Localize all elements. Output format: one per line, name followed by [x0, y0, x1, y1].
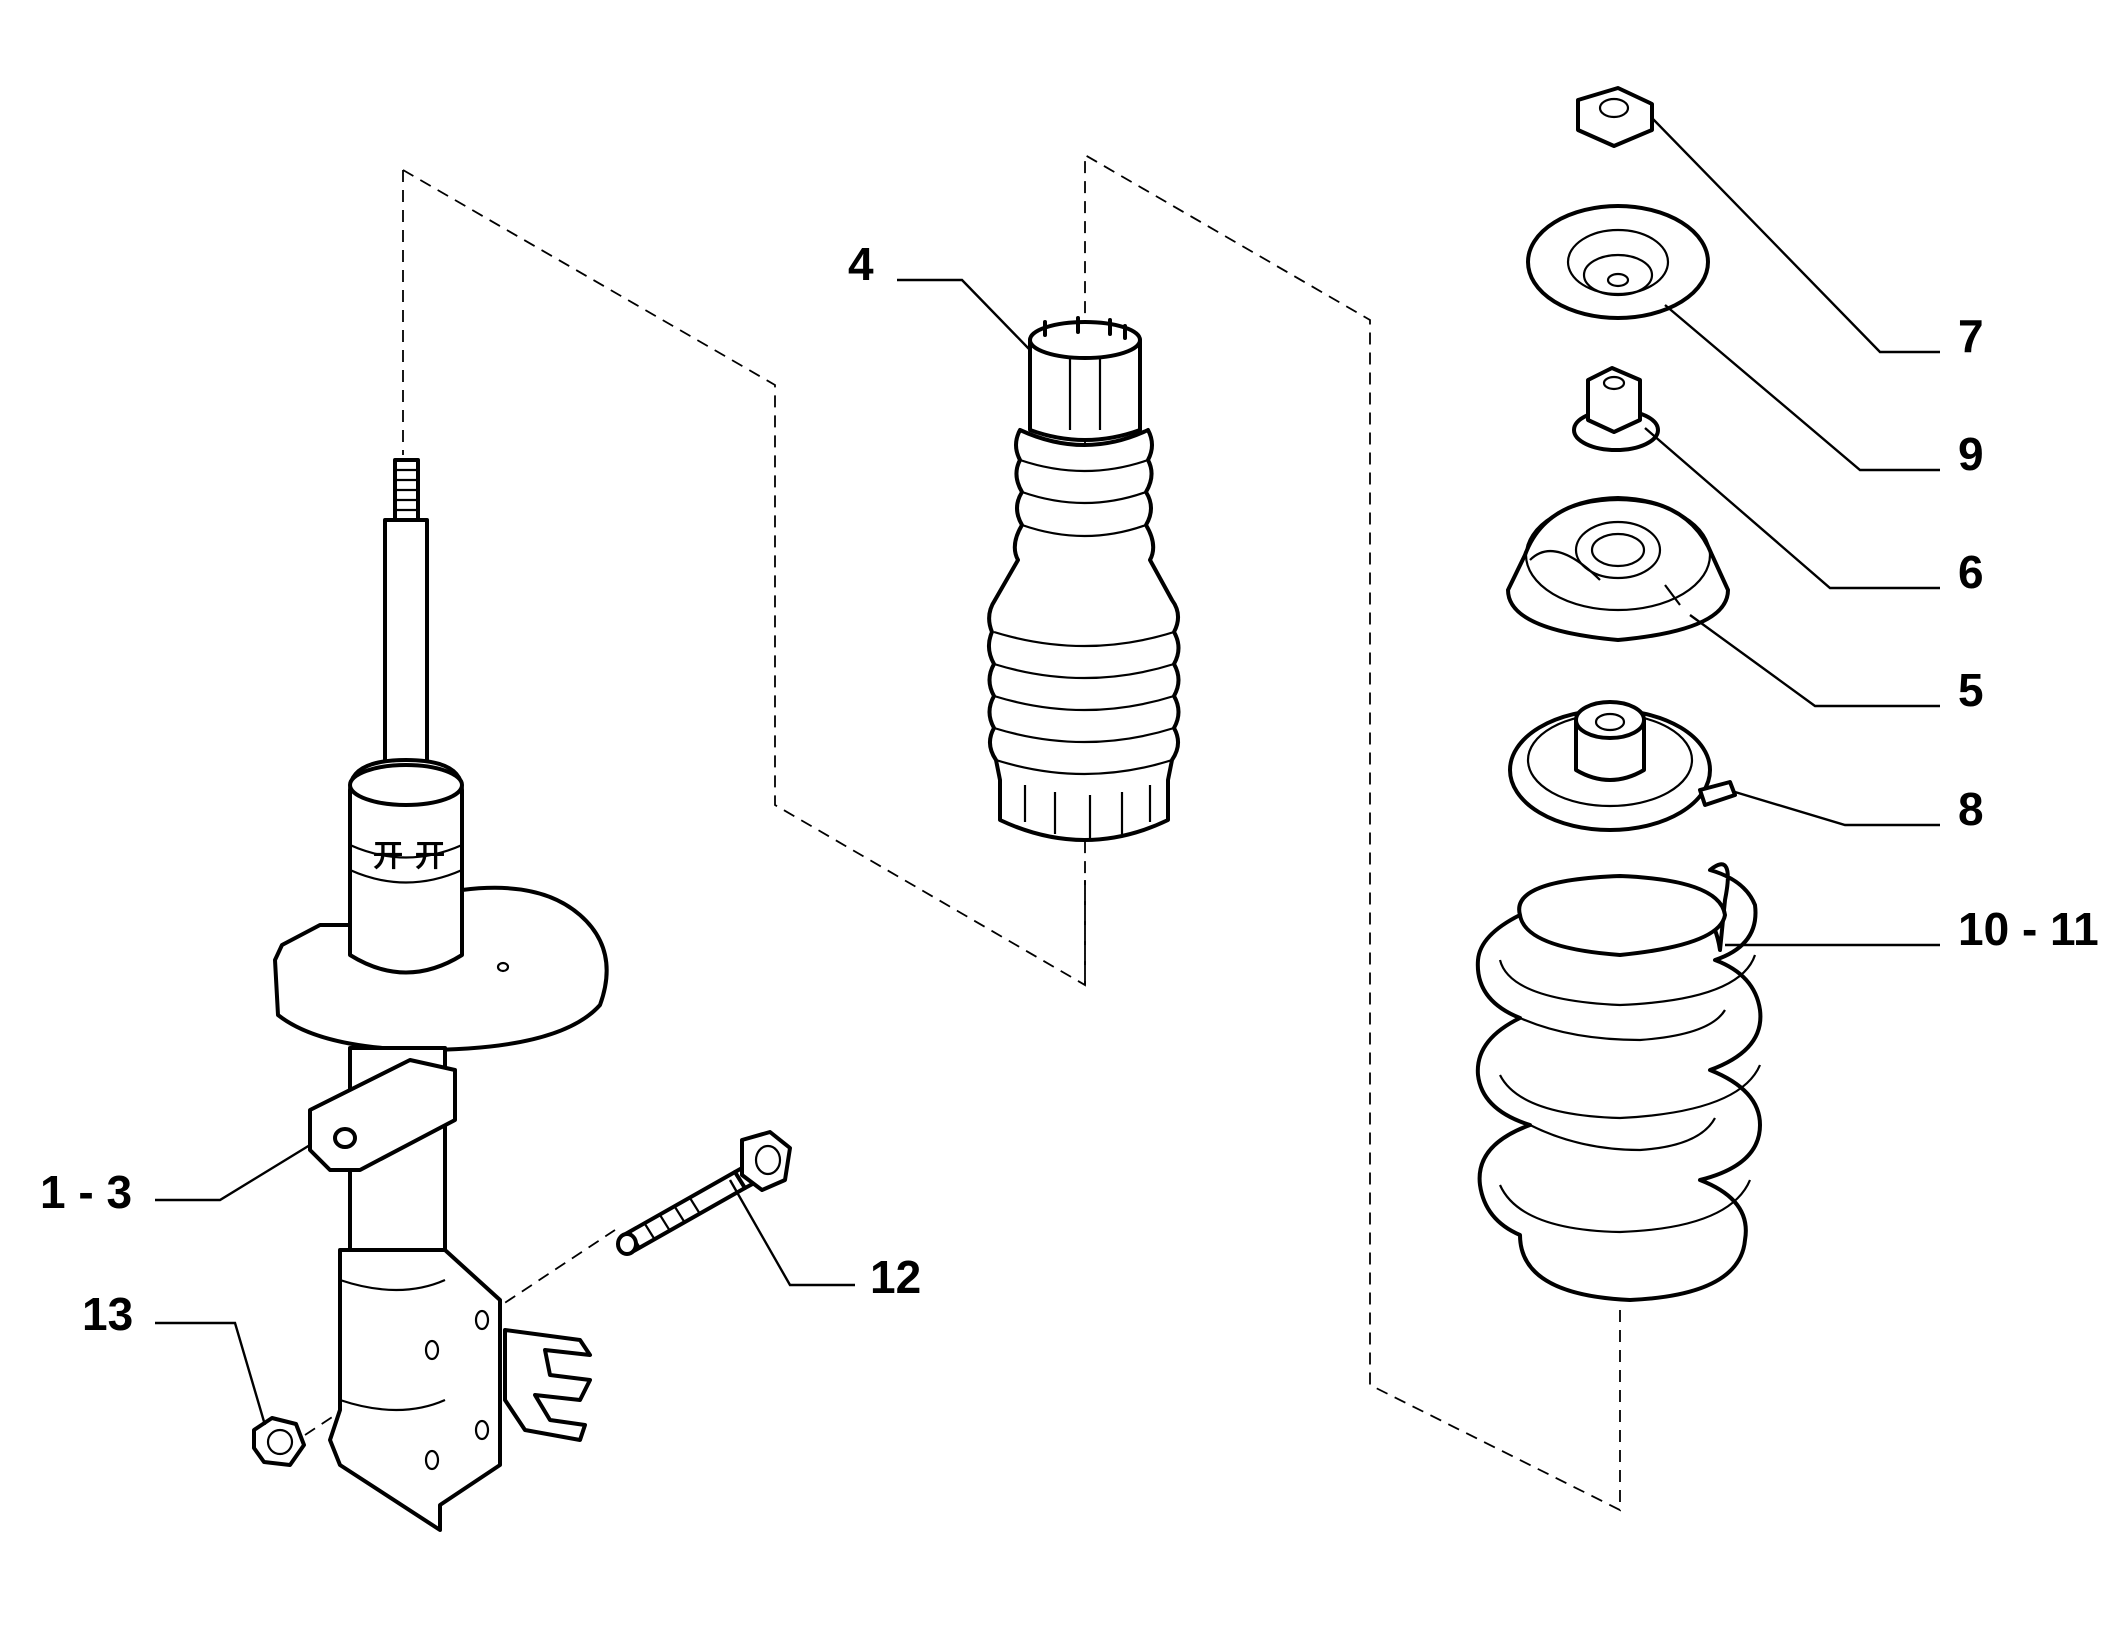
flange-nut	[1572, 366, 1660, 452]
coil-spring	[1475, 862, 1763, 1302]
callout-8: 8	[1958, 783, 1984, 835]
cup-washer	[1526, 204, 1710, 320]
nut	[252, 1416, 306, 1467]
callout-13: 13	[82, 1288, 133, 1340]
callout-10-11: 10 - 11	[1958, 903, 2099, 955]
callout-12: 12	[870, 1251, 921, 1303]
dust-boot	[987, 316, 1181, 842]
callout-4: 4	[848, 238, 874, 290]
assembly-guide-lines	[304, 153, 1621, 1512]
callout-6: 6	[1958, 546, 1984, 598]
callout-1-3: 1 - 3	[40, 1166, 132, 1218]
bolt	[616, 1130, 792, 1256]
shock-absorber-strut: 开 开	[273, 458, 609, 1532]
strut-mount	[1506, 496, 1730, 642]
top-nut	[1576, 86, 1654, 148]
callout-5: 5	[1958, 664, 1984, 716]
svg-text:开: 开	[373, 840, 403, 873]
svg-text:开: 开	[415, 840, 445, 873]
leader-lines	[155, 117, 1940, 1426]
callout-9: 9	[1958, 428, 1984, 480]
callout-7: 7	[1958, 310, 1984, 362]
spring-seat	[1508, 700, 1737, 832]
callout-labels: 4 7 9 6 5 8 10 - 11 1 - 3 12 13	[40, 238, 2099, 1340]
